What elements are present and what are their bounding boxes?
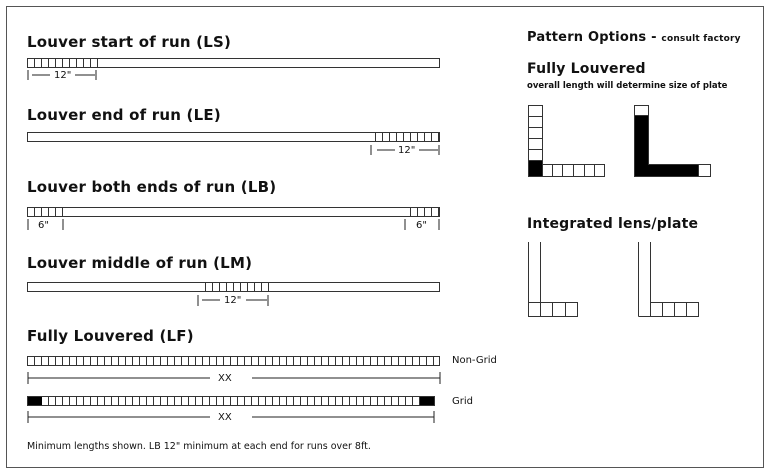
ls-dimension: 12" xyxy=(54,70,72,81)
lb-louver-start xyxy=(28,208,63,216)
lb-title: Louver both ends of run (LB) xyxy=(27,178,277,196)
lf-grid-bar xyxy=(27,396,435,406)
lb-louver-end xyxy=(404,208,439,216)
lf-nongrid-bar xyxy=(27,356,440,366)
lm-bar xyxy=(27,282,440,292)
lf-nongrid-louvers xyxy=(28,357,439,365)
lf-nongrid-label: Non-Grid xyxy=(452,355,497,366)
integrated-lens-diagrams xyxy=(528,242,699,317)
pattern-options-subtitle: consult factory xyxy=(661,34,741,44)
lm-title: Louver middle of run (LM) xyxy=(27,254,253,272)
corner2-plate xyxy=(634,115,699,177)
lm-louver-section xyxy=(199,283,269,291)
lf-grid-louvers xyxy=(42,397,420,405)
lb-dimension-right: 6" xyxy=(416,220,427,231)
le-bar xyxy=(27,132,440,142)
lf-title: Fully Louvered (LF) xyxy=(27,327,194,345)
lb-bar xyxy=(27,207,440,217)
lf-grid-end-plate-right xyxy=(420,397,434,405)
pattern-options-title: Pattern Options - consult factory xyxy=(527,30,741,45)
ls-bar xyxy=(27,58,440,68)
fully-louvered-note: overall length will determine size of pl… xyxy=(527,81,728,91)
le-louver-section xyxy=(369,133,439,141)
ls-louver-section xyxy=(28,59,98,67)
lf-nongrid-dimension: XX xyxy=(218,373,232,384)
lf-grid-label: Grid xyxy=(452,396,473,407)
lf-grid-end-plate-left xyxy=(28,397,42,405)
integrated-lens-title: Integrated lens/plate xyxy=(527,216,699,232)
ls-title: Louver start of run (LS) xyxy=(27,33,232,51)
fully-louvered-title: Fully Louvered xyxy=(527,61,646,77)
pattern-options-heading: Pattern Options - xyxy=(527,30,657,45)
fully-louvered-corner-diagrams xyxy=(528,105,711,177)
lf-grid-dimension: XX xyxy=(218,412,232,423)
lb-dimension-left: 6" xyxy=(38,220,49,231)
le-dimension: 12" xyxy=(398,145,416,156)
le-title: Louver end of run (LE) xyxy=(27,106,221,124)
corner1-vertical-louver xyxy=(528,105,543,117)
diagram-frame xyxy=(6,6,764,468)
lm-dimension: 12" xyxy=(224,295,242,306)
corner1-plate xyxy=(528,160,543,177)
footnote: Minimum lengths shown. LB 12" minimum at… xyxy=(27,441,371,452)
